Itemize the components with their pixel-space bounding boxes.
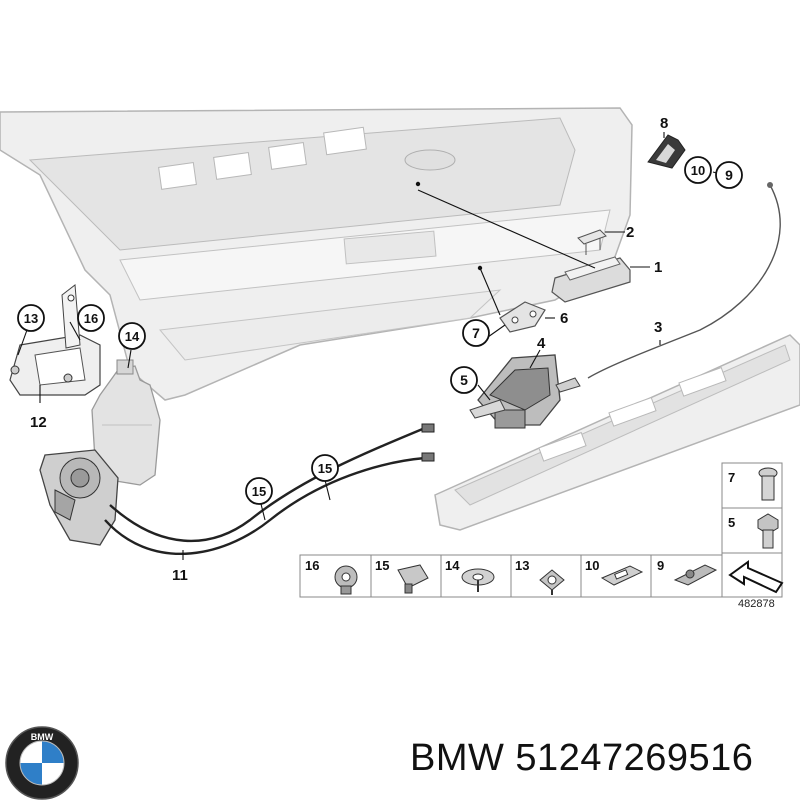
part-11-actuator xyxy=(39,449,119,546)
arrow-icon xyxy=(728,560,784,594)
callout-10: 10 xyxy=(691,163,705,178)
callout-4: 4 xyxy=(537,335,546,352)
callout-11: 11 xyxy=(172,567,188,584)
callouts: 1 2 3 4 5 6 7 8 9 10 11 12 13 14 xyxy=(17,115,743,584)
part-12-bracket xyxy=(9,284,101,396)
part-15-cable-upper xyxy=(109,426,426,543)
callout-8: 8 xyxy=(660,115,668,132)
callout-7: 7 xyxy=(472,325,480,341)
lower-trim-panel xyxy=(434,334,800,531)
callout-14: 14 xyxy=(125,329,140,344)
callout-15b: 15 xyxy=(318,461,332,476)
callout-12: 12 xyxy=(30,414,47,431)
table-cell-7: 7 xyxy=(728,470,735,485)
callout-9: 9 xyxy=(725,167,733,183)
fastener-13-nut-icon xyxy=(539,569,565,595)
fastener-7-bolt-icon xyxy=(758,467,778,501)
fastener-14-washer-icon xyxy=(461,568,495,592)
fastener-15-clip-icon xyxy=(397,564,429,594)
callout-13-circle: 13 xyxy=(17,304,45,332)
part-3-bowden-cable xyxy=(587,184,781,379)
callout-13: 13 xyxy=(24,311,38,326)
callout-14-circle: 14 xyxy=(118,322,146,350)
brand-part-number-title: BMW 51247269516 xyxy=(410,737,754,779)
callout-5-circle: 5 xyxy=(450,366,478,394)
callout-9-circle: 9 xyxy=(715,161,743,189)
part-2-bracket xyxy=(577,229,607,255)
part-1-release-switch xyxy=(551,256,631,303)
table-cell-14: 14 xyxy=(445,558,460,573)
callout-1: 1 xyxy=(654,259,662,276)
table-cell-13: 13 xyxy=(515,558,529,573)
table-cell-15: 15 xyxy=(375,558,389,573)
table-cell-9: 9 xyxy=(657,558,664,573)
callout-2: 2 xyxy=(626,224,634,241)
fastener-10-clip-icon xyxy=(600,565,644,586)
fastener-5-bolt-icon xyxy=(757,513,779,549)
fastener-9-clip-icon xyxy=(673,564,718,586)
svg-text:BMW: BMW xyxy=(31,732,54,742)
fastener-16-nut-icon xyxy=(334,565,358,595)
part-4-tailgate-lock xyxy=(469,354,581,429)
diagram-reference-number: 482878 xyxy=(738,598,775,610)
bmw-logo-icon: BMW xyxy=(5,726,79,800)
part-15-cable-lower xyxy=(104,456,426,556)
table-cell-5: 5 xyxy=(728,515,735,530)
callout-16: 16 xyxy=(84,311,98,326)
table-cell-16: 16 xyxy=(305,558,319,573)
callout-15a-circle: 15 xyxy=(245,477,273,505)
callout-10-circle: 10 xyxy=(684,156,712,184)
fastener-table: 16 15 14 13 10 9 7 5 xyxy=(299,462,784,598)
part-8-handle xyxy=(647,134,686,169)
part-6-plate xyxy=(499,301,546,333)
tailgate-panel xyxy=(0,107,633,401)
callout-3: 3 xyxy=(654,319,662,336)
callout-16-circle: 16 xyxy=(77,304,105,332)
callout-7-circle: 7 xyxy=(462,319,490,347)
callout-15b-circle: 15 xyxy=(311,454,339,482)
callout-5: 5 xyxy=(460,372,468,388)
callout-15a: 15 xyxy=(252,484,266,499)
callout-6: 6 xyxy=(560,310,568,327)
table-cell-10: 10 xyxy=(585,558,599,573)
